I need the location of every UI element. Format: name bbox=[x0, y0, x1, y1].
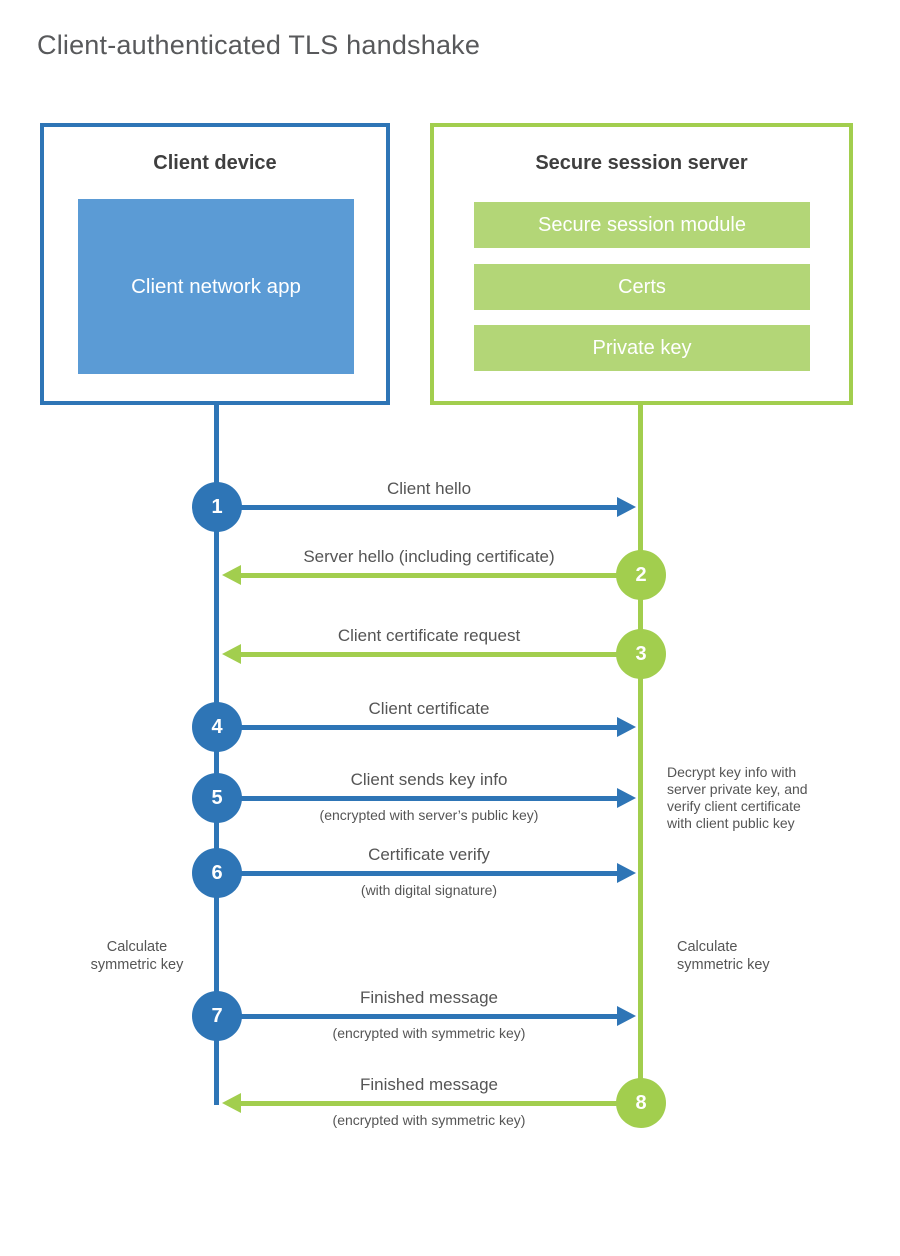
client-lifeline bbox=[214, 405, 219, 1105]
message-4-arrowhead-icon bbox=[617, 717, 636, 737]
step-1-circle: 1 bbox=[192, 482, 242, 532]
message-5-arrow bbox=[217, 796, 617, 801]
message-2-label: Server hello (including certificate) bbox=[303, 547, 555, 566]
secure-session-server-title: Secure session server bbox=[535, 152, 748, 174]
calculate-symmetric-key-left: Calculate symmetric key bbox=[90, 939, 184, 973]
step-4-circle: 4 bbox=[192, 702, 242, 752]
message-8-sublabel: (encrypted with symmetric key) bbox=[332, 1112, 526, 1128]
message-8-label: Finished message bbox=[360, 1075, 498, 1094]
step-3-circle: 3 bbox=[616, 629, 666, 679]
decrypt-key-note: Decrypt key info with server private key… bbox=[667, 764, 808, 831]
message-7-arrow bbox=[217, 1014, 617, 1019]
client-network-app-box: Client network app bbox=[78, 199, 354, 374]
message-3-arrowhead-icon bbox=[222, 644, 241, 664]
message-8-arrowhead-icon bbox=[222, 1093, 241, 1113]
message-1-label: Client hello bbox=[386, 479, 472, 498]
message-5-sublabel: (encrypted with server’s public key) bbox=[319, 807, 539, 823]
message-8-arrow bbox=[241, 1101, 641, 1106]
message-6-sublabel: (with digital signature) bbox=[360, 882, 498, 898]
message-7-sublabel: (encrypted with symmetric key) bbox=[332, 1025, 526, 1041]
message-4-arrow bbox=[217, 725, 617, 730]
message-5-label: Client sends key info bbox=[350, 770, 508, 789]
message-7-arrowhead-icon bbox=[617, 1006, 636, 1026]
server-lifeline bbox=[638, 405, 643, 1103]
message-3-arrow bbox=[241, 652, 641, 657]
message-6-label: Certificate verify bbox=[368, 845, 490, 864]
server-module-private-key: Private key bbox=[474, 325, 810, 371]
message-7-label: Finished message bbox=[360, 988, 498, 1007]
message-2-arrowhead-icon bbox=[222, 565, 241, 585]
step-5-circle: 5 bbox=[192, 773, 242, 823]
message-5-arrowhead-icon bbox=[617, 788, 636, 808]
message-1-arrow bbox=[217, 505, 617, 510]
message-1-arrowhead-icon bbox=[617, 497, 636, 517]
step-2-circle: 2 bbox=[616, 550, 666, 600]
server-module-certs: Certs bbox=[474, 264, 810, 310]
page-title: Client-authenticated TLS handshake bbox=[37, 30, 481, 60]
calculate-symmetric-key-right: Calculate symmetric key bbox=[677, 939, 770, 973]
message-4-label: Client certificate bbox=[368, 699, 490, 718]
message-6-arrow bbox=[217, 871, 617, 876]
client-device-title: Client device bbox=[153, 152, 277, 174]
step-8-circle: 8 bbox=[616, 1078, 666, 1128]
message-2-arrow bbox=[241, 573, 641, 578]
server-module-secure-session-module: Secure session module bbox=[474, 202, 810, 248]
client-network-app-label: Client network app bbox=[131, 274, 301, 298]
step-6-circle: 6 bbox=[192, 848, 242, 898]
step-7-circle: 7 bbox=[192, 991, 242, 1041]
message-6-arrowhead-icon bbox=[617, 863, 636, 883]
message-3-label: Client certificate request bbox=[337, 626, 521, 645]
